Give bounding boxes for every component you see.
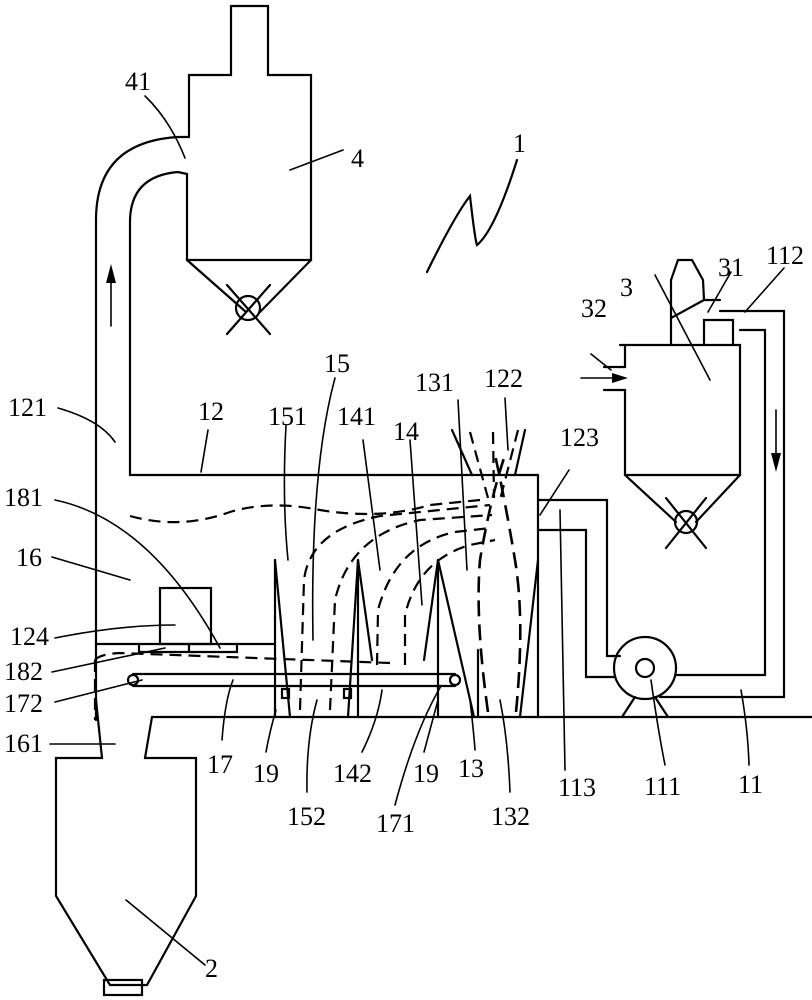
rotary-valve-icon: [234, 294, 262, 322]
inlet-arrow-icon: [612, 373, 628, 383]
label-111: 111: [644, 772, 681, 801]
flow-up-arrow-icon: [106, 264, 116, 283]
label-124: 124: [10, 622, 49, 651]
label-152: 152: [287, 802, 326, 831]
roller-171: [448, 673, 462, 687]
labels: 41 4 1 31 112 3 32 131 122 15 151 141 14…: [4, 67, 804, 983]
label-16: 16: [16, 543, 42, 572]
label-151: 151: [268, 402, 307, 431]
label-181: 181: [4, 483, 43, 512]
flow-down-arrow-icon: [771, 453, 781, 472]
label-41: 41: [125, 67, 151, 96]
label-12: 12: [198, 397, 224, 426]
label-161: 161: [4, 729, 43, 758]
label-141: 141: [337, 402, 376, 431]
label-17: 17: [207, 750, 233, 779]
label-132: 132: [491, 802, 530, 831]
label-4: 4: [351, 144, 364, 173]
riser-pipe-121: [94, 135, 540, 722]
label-122: 122: [484, 364, 523, 393]
label-112: 112: [766, 241, 804, 270]
label-1: 1: [513, 129, 526, 158]
label-172: 172: [4, 689, 43, 718]
label-14: 14: [393, 417, 419, 446]
separator-4: [185, 4, 313, 336]
separator-3: [580, 258, 742, 550]
label-3: 3: [620, 273, 633, 302]
leader-lines: [49, 95, 785, 966]
roller-172: [126, 673, 140, 687]
separation-chamber: [54, 428, 812, 997]
fan-111: [612, 635, 678, 701]
reference-squiggle: [425, 158, 519, 274]
label-31: 31: [718, 253, 744, 282]
label-113: 113: [558, 773, 596, 802]
label-32: 32: [581, 294, 607, 323]
label-11: 11: [738, 770, 763, 799]
label-15: 15: [324, 349, 350, 378]
label-123: 123: [560, 423, 599, 452]
label-19-right: 19: [413, 759, 439, 788]
label-182: 182: [4, 657, 43, 686]
label-121: 121: [8, 393, 47, 422]
label-19-left: 19: [253, 759, 279, 788]
label-142: 142: [333, 759, 372, 788]
label-2: 2: [205, 954, 218, 983]
drive-motor-124: [158, 586, 213, 646]
label-171: 171: [376, 809, 415, 838]
label-131: 131: [415, 368, 454, 397]
label-13: 13: [458, 754, 484, 783]
return-duct-system: [536, 309, 786, 719]
